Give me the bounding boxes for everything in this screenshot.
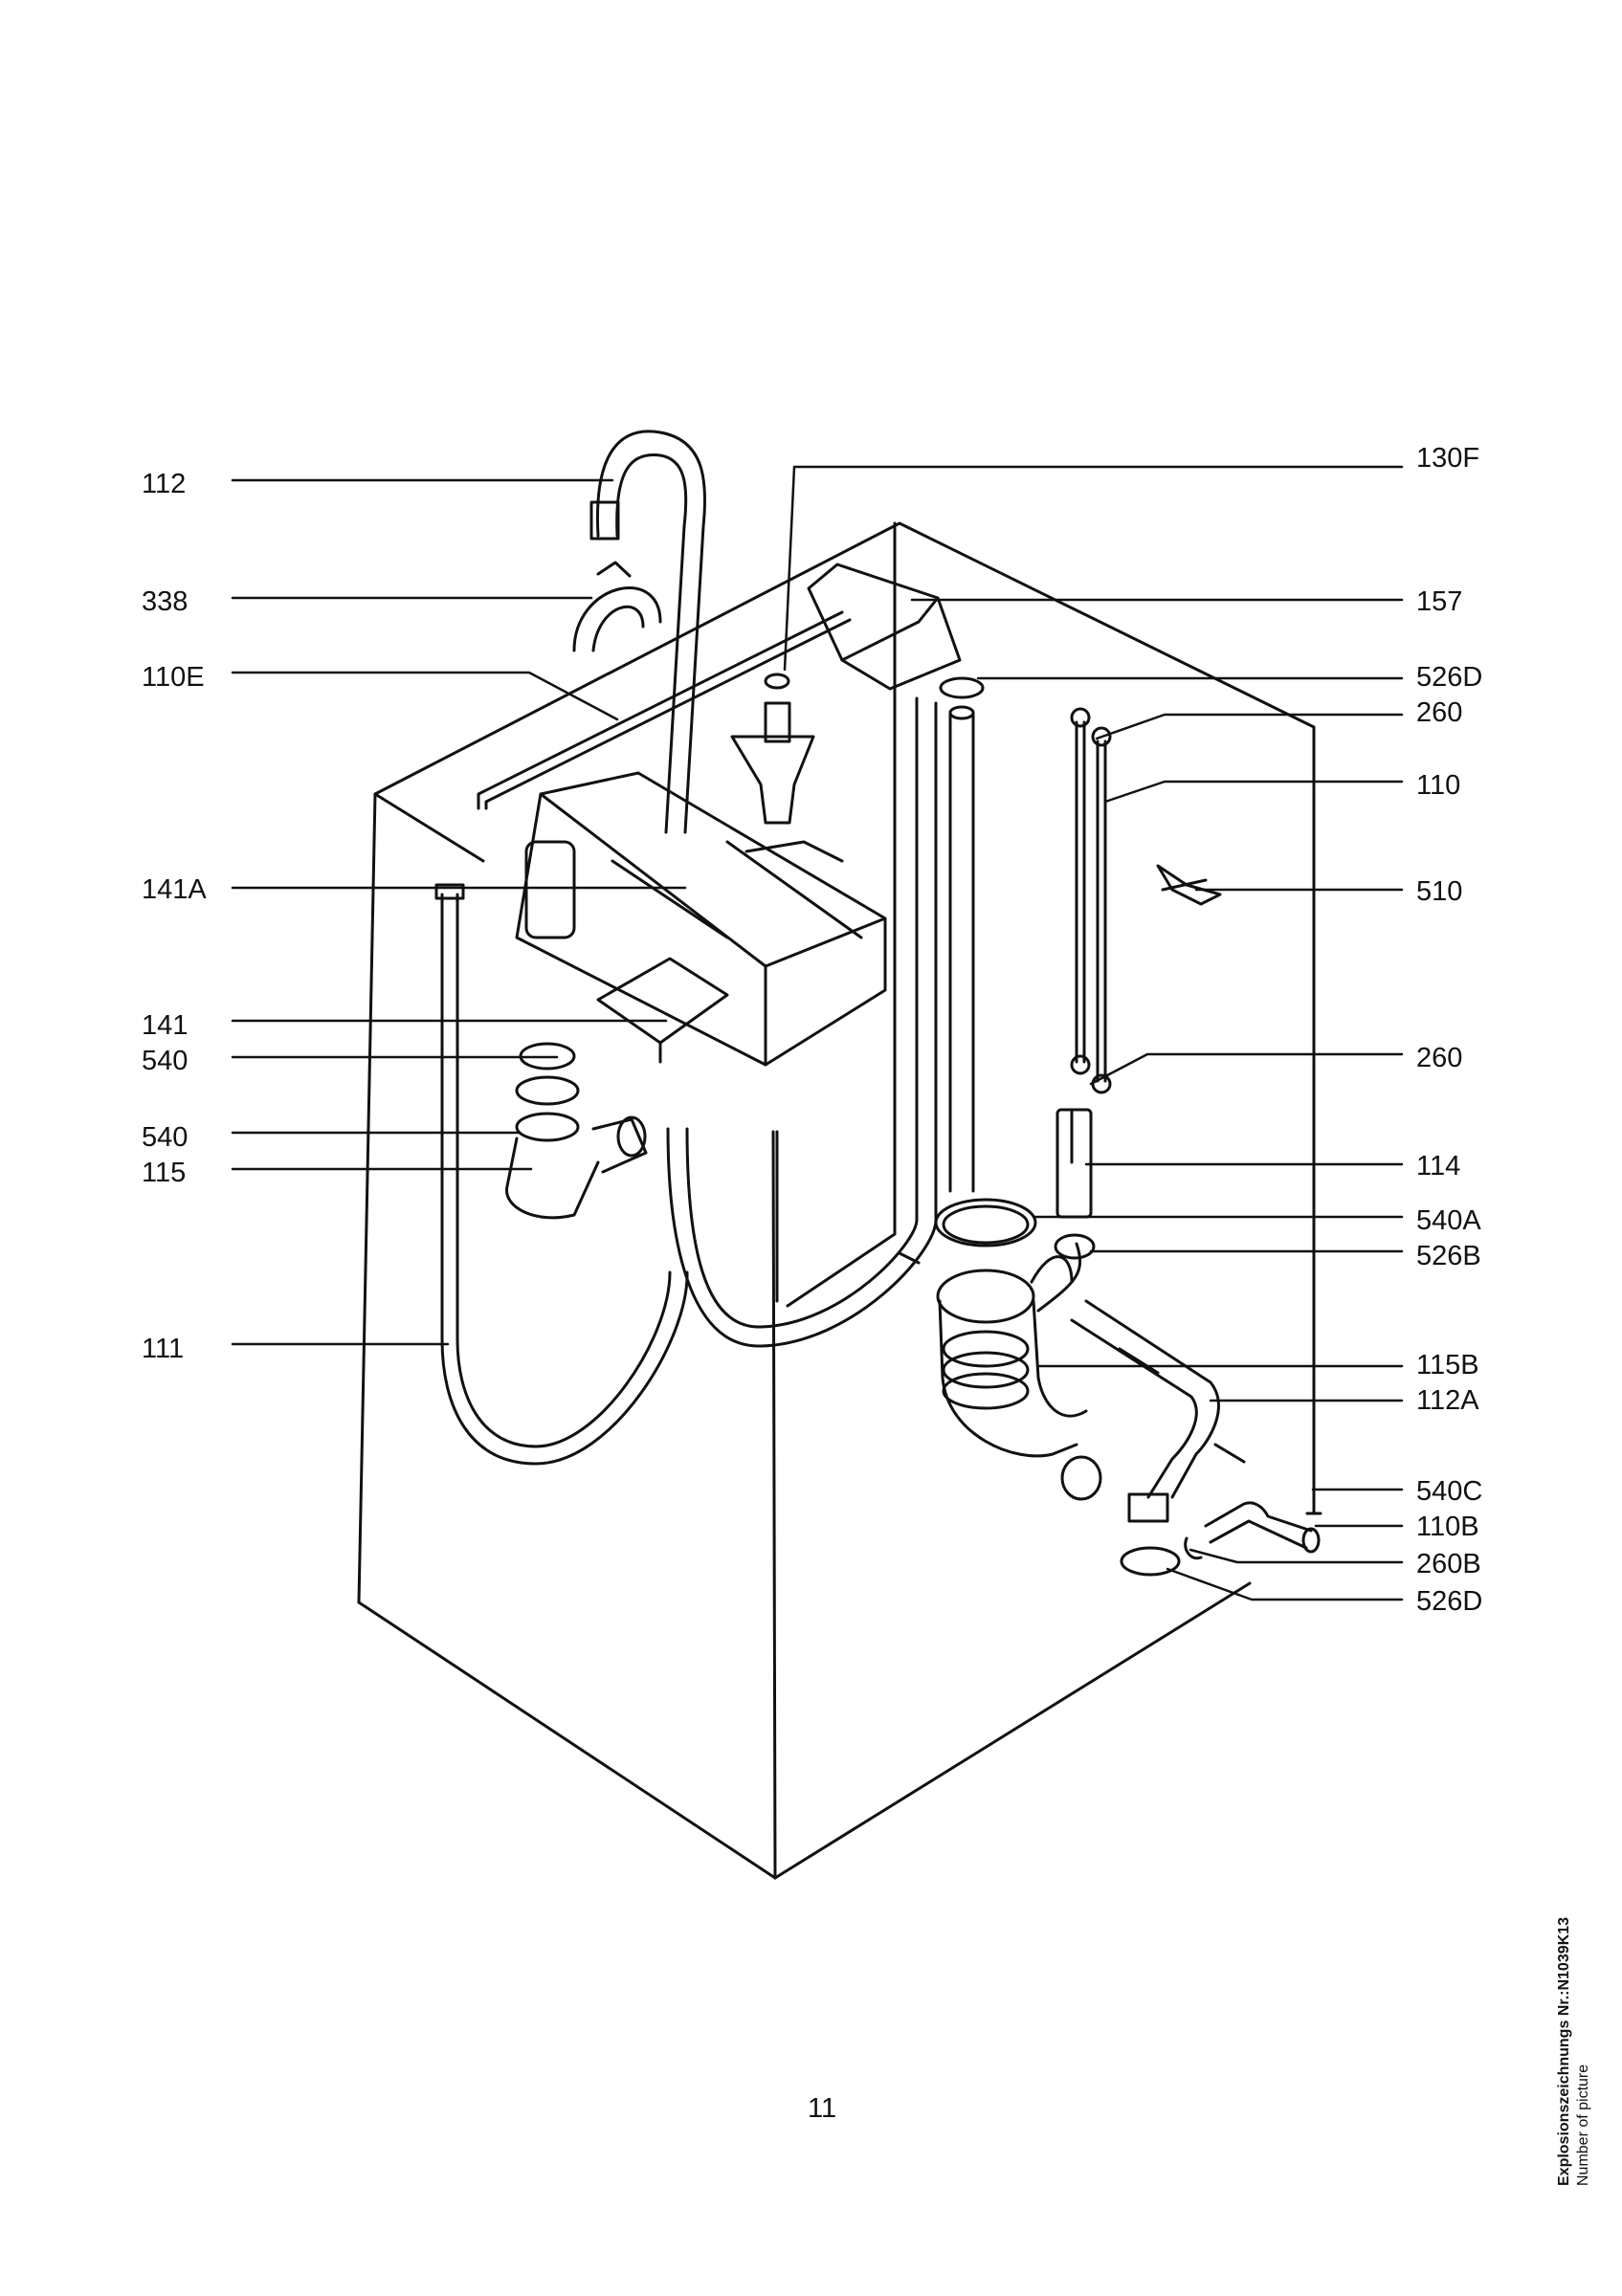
vertical-hoses — [666, 696, 975, 1348]
callout-260-top: 260 — [1416, 697, 1463, 728]
dispenser-housing-141 — [596, 957, 729, 1064]
clamp-526D-bottom — [1120, 1546, 1181, 1577]
callout-526B: 526B — [1416, 1241, 1481, 1271]
callout-112A: 112A — [1416, 1385, 1479, 1416]
callout-114: 114 — [1416, 1151, 1461, 1181]
callout-157: 157 — [1416, 586, 1463, 617]
callout-130F: 130F — [1416, 443, 1480, 474]
callout-338: 338 — [142, 586, 189, 617]
callout-115: 115 — [142, 1158, 187, 1188]
callout-115B: 115B — [1416, 1350, 1479, 1380]
clip-510 — [1156, 864, 1222, 906]
clip-260B — [1184, 1536, 1203, 1560]
callout-110: 110 — [1416, 770, 1461, 801]
drawing-number-caption: Explosionszeichnungs Nr.:N1039K13 Number… — [1555, 1917, 1593, 2186]
callout-510: 510 — [1416, 876, 1463, 907]
cabinet-outline — [357, 521, 1322, 1880]
vent-box-157 — [807, 563, 962, 691]
dispenser-141A — [515, 771, 887, 1067]
callout-141A: 141A — [142, 874, 207, 905]
clamp-526B — [1054, 1233, 1096, 1260]
leader-lines — [231, 465, 1404, 1601]
bellows-115B — [936, 1242, 1088, 1458]
callout-526D-bottom: 526D — [1416, 1586, 1483, 1617]
hose-110B — [1204, 1501, 1321, 1554]
callout-110B: 110B — [1416, 1512, 1479, 1542]
clamp-540C — [1060, 1455, 1102, 1501]
page-number: 11 — [808, 2093, 837, 2124]
hose-bracket-338 — [572, 561, 662, 652]
caption-subtitle: Number of picture — [1575, 2064, 1591, 2186]
callout-110E: 110E — [142, 662, 205, 693]
callout-141: 141 — [142, 1010, 189, 1041]
callout-111: 111 — [142, 1334, 185, 1364]
callout-540A: 540A — [1416, 1205, 1481, 1236]
callout-540-lower: 540 — [142, 1122, 189, 1153]
callout-526D-top: 526D — [1416, 662, 1483, 693]
callout-112: 112 — [142, 469, 187, 499]
inlet-valve-130F — [730, 673, 815, 825]
caption-title: Explosionszeichnungs Nr.:N1039K13 — [1556, 1917, 1572, 2186]
rods-110-260 — [1070, 707, 1112, 1094]
hose-connector-115 — [505, 1042, 648, 1220]
inlet-hose-111 — [434, 883, 689, 1466]
hose-112-gooseneck — [589, 430, 707, 834]
callout-540C: 540C — [1416, 1476, 1483, 1507]
clamp-526D-top — [939, 676, 985, 699]
callout-540-upper: 540 — [142, 1046, 189, 1076]
ring-540A — [934, 1198, 1037, 1247]
callout-260-bottom: 260 — [1416, 1043, 1463, 1073]
callout-260B: 260B — [1416, 1549, 1481, 1579]
hose-112A — [1070, 1299, 1220, 1523]
tube-110E — [477, 610, 852, 810]
